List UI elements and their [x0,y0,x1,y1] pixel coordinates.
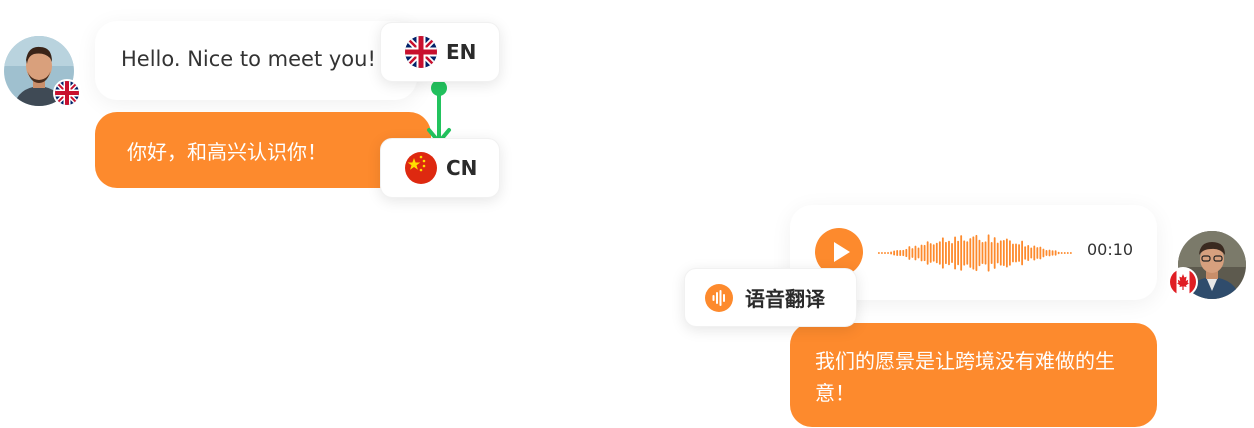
waveform-bar [1045,250,1048,256]
waveform-bar [978,239,981,267]
waveform-bar [966,241,969,265]
waveform-bar [999,240,1002,266]
translated-text: 我们的愿景是让跨境没有难做的生意！ [815,349,1115,405]
waveform-bar [884,252,886,254]
voice-duration: 00:10 [1087,240,1134,259]
waveform-bar [899,249,902,257]
waveform-bar [1033,245,1036,261]
play-icon [834,242,850,262]
voice-wave-icon [705,283,733,312]
waveform-bar [920,244,923,262]
waveform-bar [1012,243,1014,263]
message-bubble-english: Hello. Nice to meet you! [95,21,417,100]
waveform-bar [1027,244,1030,262]
waveform-bar [969,238,972,268]
voice-translate-button[interactable]: 语音翻译 [684,268,857,327]
waveform-bar [990,242,993,264]
waveform-bar [981,241,984,265]
message-bubble-chinese: 你好，和高兴认识你！ [95,112,431,188]
target-language-code: CN [446,156,478,180]
waveform-bar [1042,248,1045,258]
waveform-bar [1069,252,1072,254]
waveform-bar [945,241,947,265]
waveform-bar [987,234,990,272]
waveform-bar [963,240,966,266]
waveform-bar [1005,238,1008,268]
waveform-bar [938,241,941,265]
waveform-bar [890,251,892,255]
waveform-bar [878,252,880,254]
audio-waveform [878,234,1072,272]
source-language-code: EN [446,40,477,64]
waveform-bar [1039,246,1042,260]
waveform-bar [908,246,911,260]
translated-text-bubble: 我们的愿景是让跨境没有难做的生意！ [790,323,1157,427]
waveform-bar [935,242,938,264]
uk-flag-badge [53,79,81,107]
waveform-bar [941,237,944,269]
waveform-bar [932,244,935,262]
avatar-user-canada [1178,231,1246,299]
waveform-bar [960,235,963,271]
waveform-bar [1018,244,1020,262]
waveform-bar [1057,251,1060,255]
waveform-bar [984,241,987,265]
waveform-bar [896,249,899,257]
waveform-bar [926,241,929,265]
china-flag-icon [405,152,437,184]
waveform-bar [954,236,956,270]
waveform-bar [975,234,978,272]
waveform-bar [1051,250,1054,256]
waveform-bar [923,244,926,262]
waveform-bar [1048,249,1051,257]
waveform-bar [1024,246,1027,260]
voice-translate-label: 语音翻译 [745,287,825,311]
target-language-pill[interactable]: CN [380,138,500,198]
uk-flag-icon [405,36,437,68]
waveform-bar [929,243,932,263]
waveform-bar [951,242,953,264]
waveform-bar [1015,243,1017,263]
canada-flag-icon [1168,267,1198,297]
waveform-bar [993,237,996,269]
waveform-bar [881,252,883,254]
message-text-english: Hello. Nice to meet you! [121,47,376,71]
waveform-bar [1021,240,1023,266]
waveform-bar [996,242,999,264]
waveform-bar [902,249,905,257]
waveform-bar [1002,240,1005,266]
waveform-bar [1066,252,1069,254]
source-language-pill[interactable]: EN [380,22,500,82]
waveform-bar [893,250,896,256]
waveform-bar [905,248,908,258]
waveform-bar [911,248,914,258]
waveform-bar [948,240,950,266]
waveform-bar [914,245,917,261]
waveform-bar [972,236,975,270]
message-text-chinese: 你好，和高兴认识你！ [127,140,327,164]
waveform-bar [1063,252,1066,254]
waveform-bar [887,252,889,254]
waveform-bar [1060,252,1063,254]
waveform-bar [1054,250,1057,256]
waveform-bar [917,247,920,259]
waveform-bar [1030,247,1033,259]
waveform-bar [1009,240,1011,266]
waveform-bar [1036,247,1039,259]
waveform-bar [957,240,960,266]
